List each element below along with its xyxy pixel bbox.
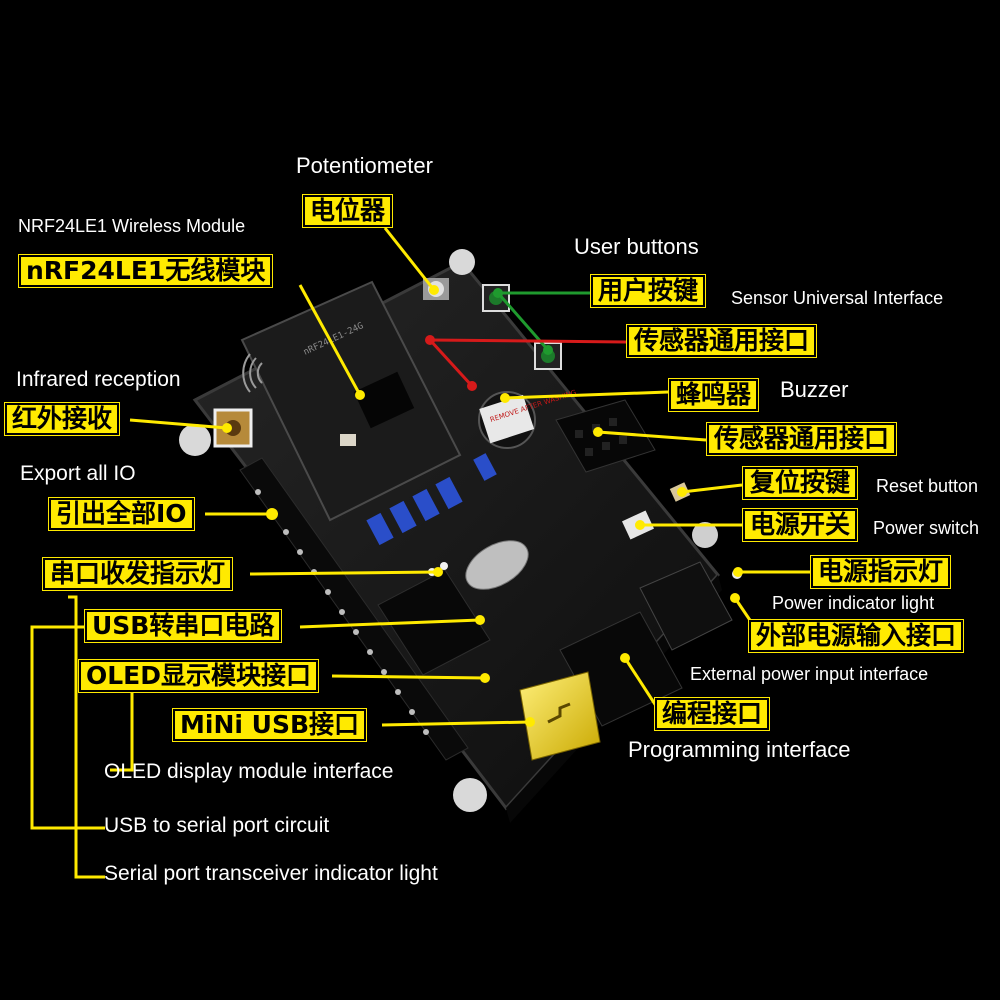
bracket-oled: [110, 693, 134, 772]
leader-sensor-2: [597, 430, 707, 442]
infrared-zh: 红外接收: [4, 402, 121, 436]
leader-oled: [331, 674, 486, 680]
oled-en: OLED display module interface: [104, 760, 394, 783]
user-buttons-en: User buttons: [574, 234, 699, 259]
infrared-en: Infrared reception: [16, 368, 181, 391]
bracket-serial-led: [68, 595, 105, 879]
export-io-en: Export all IO: [20, 462, 136, 485]
nrf24le1-module: nRF24LE1-24G: [240, 280, 462, 522]
standoff-bottom: [453, 778, 487, 812]
crystal: [465, 540, 529, 590]
leader-mini-usb: [381, 720, 531, 727]
wireless-en: NRF24LE1 Wireless Module: [18, 216, 246, 236]
sensor-2-zh: 传感器通用接口: [706, 422, 898, 456]
leader-serial-led: [249, 570, 439, 576]
power-led-en: Power indicator light: [772, 593, 935, 613]
leader-infrared: [129, 418, 228, 430]
wireless-zh: nRF24LE1无线模块: [18, 254, 274, 288]
leader-potentiometer: [383, 227, 436, 291]
mini-usb-port: [519, 671, 601, 761]
ext-power-zh: 外部电源输入接口: [748, 619, 965, 653]
power-switch-zh: 电源开关: [742, 508, 859, 542]
power-led-zh: 电源指示灯: [810, 555, 952, 589]
serial-led-zh: 串口收发指示灯: [42, 557, 234, 591]
user-buttons-zh: 用户按键: [590, 274, 707, 308]
sensor-1-en: Sensor Universal Interface: [731, 288, 944, 308]
potentiometer-en: Potentiometer: [296, 153, 433, 178]
standoff-top: [449, 249, 475, 275]
usb-serial-en: USB to serial port circuit: [104, 814, 330, 837]
buzzer-zh: 蜂鸣器: [668, 378, 760, 412]
jumper-caps: [366, 453, 497, 546]
buzzer-en: Buzzer: [780, 377, 849, 402]
usb-serial-zh: USB转串口电路: [84, 609, 283, 643]
power-switch-en: Power switch: [873, 518, 980, 538]
leader-sensor-1-red-b: [428, 338, 474, 388]
sensor-1-zh: 传感器通用接口: [626, 324, 818, 358]
programming-en: Programming interface: [628, 737, 851, 762]
programming-zh: 编程接口: [654, 697, 771, 731]
power-jack: [639, 561, 733, 651]
standoff-right: [692, 522, 718, 548]
reset-en: Reset button: [876, 476, 979, 496]
leader-wireless: [298, 284, 362, 396]
mini-usb-zh: MiNi USB接口: [172, 708, 368, 742]
export-io-zh: 引出全部IO: [48, 497, 195, 531]
oled-zh: OLED显示模块接口: [78, 659, 320, 693]
leader-reset: [681, 483, 743, 494]
bracket-usb-serial: [30, 625, 105, 830]
leader-buzzer: [504, 390, 669, 400]
wifi-icon: [242, 353, 263, 393]
reset-zh: 复位按键: [742, 466, 859, 500]
serial-led-2: [440, 562, 448, 570]
potentiometer-zh: 电位器: [302, 194, 394, 228]
leader-sensor-1-red: [429, 338, 627, 344]
leader-usb-serial: [299, 618, 481, 629]
standoff-left: [179, 424, 211, 456]
ext-power-en: External power input interface: [690, 664, 929, 684]
serial-led-en: Serial port transceiver indicator light: [104, 862, 438, 885]
leader-lines: [30, 227, 810, 879]
